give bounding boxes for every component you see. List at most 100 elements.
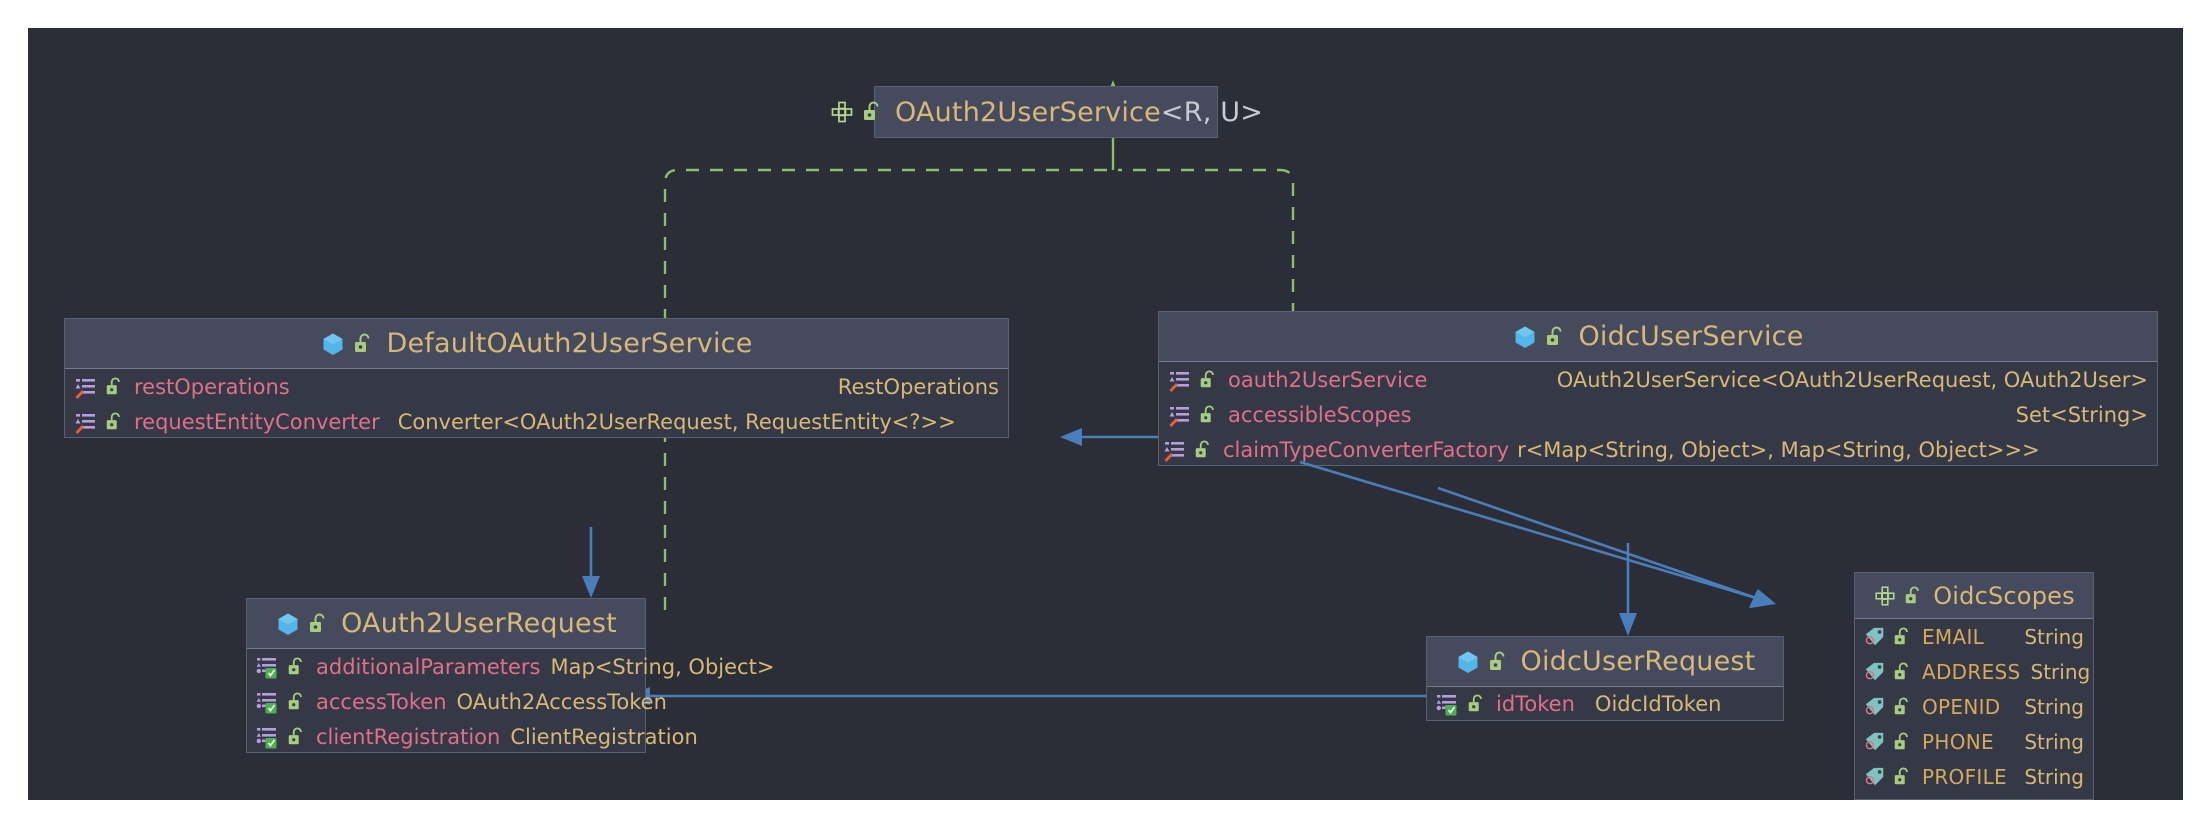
node-header-default-oauth2-user-service: DefaultOAuth2UserService	[65, 319, 1008, 369]
enum-constant-name: ADDRESS	[1922, 659, 2021, 684]
enum-constant-row[interactable]: EMAIL String	[1855, 619, 2093, 654]
member-type: RestOperations	[837, 374, 999, 399]
member-row[interactable]: oauth2UserService OAuth2UserService<OAut…	[1159, 362, 2157, 397]
enum-constant-icon	[1864, 766, 1886, 788]
field-with-initializer-icon	[1436, 692, 1460, 716]
node-oauth2-user-service[interactable]: OAuth2UserService<R, U>	[831, 86, 1263, 138]
member-name: requestEntityConverter	[134, 409, 380, 434]
unlocked-public-icon	[1198, 369, 1218, 391]
enum-constant-name: PROFILE	[1922, 764, 2007, 789]
enum-constant-row[interactable]: ADDRESS String	[1855, 654, 2093, 689]
member-type: Converter<OAuth2UserRequest, RequestEnti…	[397, 409, 956, 434]
unlocked-public-icon	[286, 656, 306, 678]
association-edge-accessiblescopes-to-oidcscopes	[1299, 460, 1757, 600]
enum-constant-row[interactable]: OPENID String	[1855, 689, 2093, 724]
field-with-initializer-icon	[256, 725, 280, 749]
unlocked-public-icon	[352, 332, 374, 356]
property-field-icon	[1163, 438, 1187, 462]
node-body-oidc-user-request: idToken OidcIdToken	[1427, 687, 1783, 721]
unlocked-public-icon	[1892, 766, 1912, 788]
node-title-oauth2-user-request: OAuth2UserRequest	[341, 608, 617, 639]
node-body-oidc-user-service: oauth2UserService OAuth2UserService<OAut…	[1159, 362, 2157, 467]
node-oauth2-user-request[interactable]: OAuth2UserRequest	[246, 598, 774, 754]
association-arrowhead-oauth2userrequest	[582, 576, 600, 598]
property-field-icon	[74, 410, 98, 434]
node-title-oidc-user-request: OidcUserRequest	[1520, 646, 1756, 677]
node-header-oauth2-user-service: OAuth2UserService<R, U>	[831, 87, 1263, 137]
member-name: accessToken	[316, 689, 447, 714]
association-edge-scopes	[1437, 486, 1757, 600]
node-default-oauth2-user-service[interactable]: DefaultOAuth2UserService	[64, 318, 1009, 438]
interface-icon	[829, 99, 855, 125]
member-row[interactable]: clientRegistration ClientRegistration	[247, 719, 698, 754]
unlocked-public-icon	[1193, 439, 1213, 461]
member-name: oauth2UserService	[1228, 367, 1428, 392]
member-name: claimTypeConverterFactory	[1223, 437, 1510, 462]
enum-constant-name: OPENID	[1922, 694, 2001, 719]
member-type: Map<String, Object>	[550, 654, 775, 679]
association-arrowhead-default	[1060, 428, 1082, 446]
association-arrowhead-oidcscopes	[1749, 590, 1774, 608]
enum-constant-icon	[1864, 731, 1886, 753]
enum-constant-type: String	[2024, 764, 2084, 789]
node-oidc-user-service[interactable]: OidcUserService	[1158, 311, 2158, 466]
member-name: idToken	[1496, 692, 1575, 716]
member-name: restOperations	[134, 374, 290, 399]
member-row[interactable]: restOperations RestOperations	[65, 369, 1008, 404]
enum-constant-type: String	[2024, 624, 2084, 649]
property-field-icon	[1168, 403, 1192, 427]
unlocked-public-icon	[104, 376, 124, 398]
node-header-oauth2-user-request: OAuth2UserRequest	[247, 599, 645, 649]
member-type: OAuth2UserService<OAuth2UserRequest, OAu…	[1556, 367, 2148, 392]
unlocked-public-icon	[1544, 325, 1566, 349]
member-type: OAuth2AccessToken	[456, 689, 667, 714]
member-type: Set<String>	[2015, 402, 2148, 427]
unlocked-public-icon	[1487, 650, 1509, 674]
association-arrowhead-oidcscopes-front	[1750, 589, 1776, 608]
unlocked-public-icon	[1466, 693, 1486, 715]
enum-constant-type: String	[2024, 694, 2084, 719]
class-icon	[320, 331, 346, 357]
member-row[interactable]: idToken OidcIdToken	[1427, 687, 1783, 721]
node-title-oauth2-user-service: OAuth2UserService<R, U>	[894, 96, 1264, 128]
property-field-icon	[1168, 368, 1192, 392]
unlocked-public-icon	[286, 726, 306, 748]
unlocked-public-icon	[1198, 404, 1218, 426]
unlocked-public-icon	[1903, 585, 1923, 607]
unlocked-public-icon	[286, 691, 306, 713]
enum-constant-icon	[1864, 696, 1886, 718]
enum-constant-type: String	[2024, 729, 2084, 754]
member-name: accessibleScopes	[1228, 402, 1412, 427]
member-type: OidcIdToken	[1594, 692, 1722, 716]
unlocked-public-icon	[1892, 626, 1912, 648]
class-icon	[275, 611, 301, 637]
enum-constant-row[interactable]: PROFILE String	[1855, 759, 2093, 794]
member-row[interactable]: accessToken OAuth2AccessToken	[247, 684, 667, 719]
member-row[interactable]: requestEntityConverter Converter<OAuth2U…	[65, 404, 1008, 439]
node-body-oauth2-user-request: additionalParameters Map<String, Object>	[247, 649, 774, 754]
node-header-oidc-scopes: OidcScopes	[1855, 573, 2093, 619]
unlocked-public-icon	[1892, 661, 1912, 683]
field-with-initializer-icon	[256, 655, 280, 679]
class-icon	[1455, 649, 1481, 675]
unlocked-public-icon	[1892, 696, 1912, 718]
uml-diagram-canvas[interactable]: OAuth2UserService<R, U> DefaultOAuth2Use…	[28, 28, 2183, 800]
member-row[interactable]: claimTypeConverterFactory r<Map<String, …	[1159, 432, 2157, 467]
member-row[interactable]: accessibleScopes Set<String>	[1159, 397, 2157, 432]
enum-constant-type: String	[2030, 659, 2091, 684]
unlocked-public-icon	[861, 100, 883, 124]
node-oidc-scopes[interactable]: OidcScopes EMAIL	[1854, 572, 2094, 800]
class-icon	[1512, 324, 1538, 350]
member-type: r<Map<String, Object>, Map<String, Objec…	[1517, 437, 2040, 462]
member-name: additionalParameters	[316, 654, 541, 679]
node-header-oidc-user-request: OidcUserRequest	[1427, 637, 1783, 687]
unlocked-public-icon	[307, 612, 329, 636]
node-generics-oauth2-user-service: <R, U>	[1160, 96, 1264, 128]
enum-constant-icon	[1864, 626, 1886, 648]
node-body-default-oauth2-user-service: restOperations RestOperations	[65, 369, 1008, 439]
association-arrowhead-oidcuserrequest	[1619, 613, 1637, 636]
enum-constant-name: PHONE	[1922, 729, 1994, 754]
enum-constant-row[interactable]: PHONE String	[1855, 724, 2093, 759]
member-row[interactable]: additionalParameters Map<String, Object>	[247, 649, 774, 684]
node-oidc-user-request[interactable]: OidcUserRequest	[1426, 636, 1784, 721]
